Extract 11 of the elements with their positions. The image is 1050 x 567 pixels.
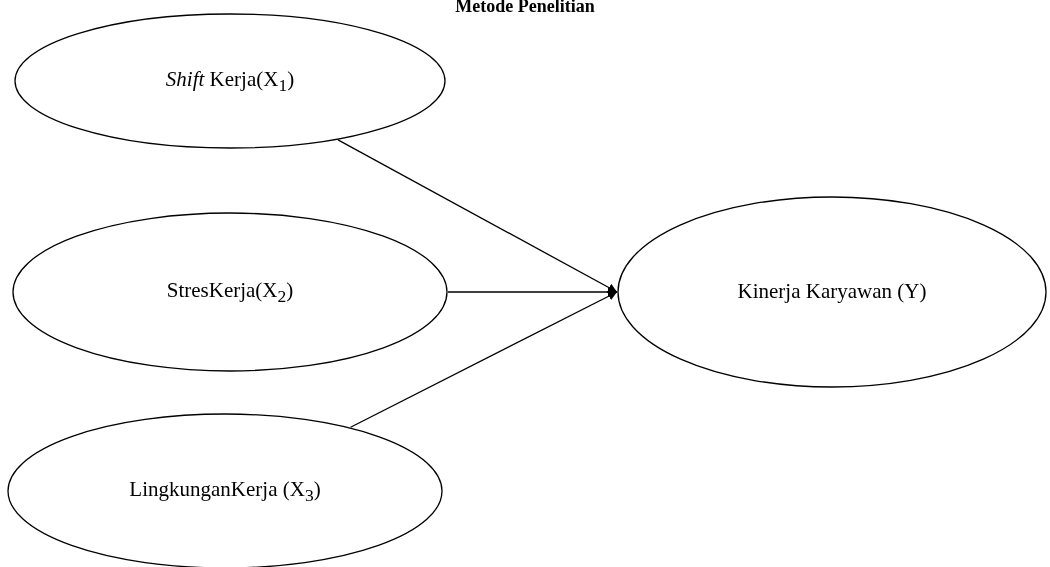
node-label: Shift Kerja(X$_{1}$) [164,65,296,97]
node-label: Kinerja Karyawan (Y) [736,278,928,306]
arrow [349,291,618,428]
arrow [447,287,618,297]
ellipse-node [14,13,446,149]
ellipse-node [12,212,448,372]
node-label: StresKerja(X$_{2}$) [165,276,295,308]
diagram-title: Metode Penelitian [454,0,596,17]
ellipse-node [617,196,1047,388]
node-label: LingkunganKerja (X$_{3}$) [128,475,322,507]
arrow [337,139,618,293]
